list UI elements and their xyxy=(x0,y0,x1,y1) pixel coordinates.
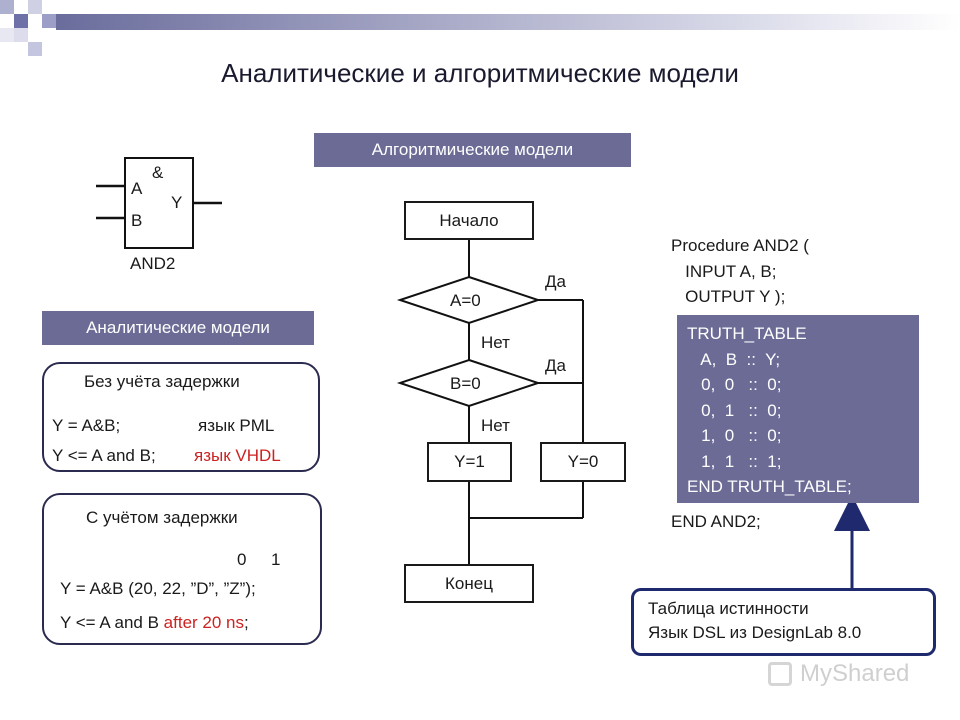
truth-table-line: 0, 1 :: 0; xyxy=(687,400,782,420)
gate-amp-label: & xyxy=(152,163,164,182)
cond-a-label: A=0 xyxy=(450,291,481,310)
assign-y1: Y=1 xyxy=(427,442,512,482)
slide-title: Аналитические и алгоритмические модели xyxy=(221,58,739,88)
truth-table-line: END TRUTH_TABLE; xyxy=(687,477,852,496)
watermark-icon xyxy=(768,662,792,686)
procedure-footer: END AND2; xyxy=(671,512,761,531)
flow-start: Начало xyxy=(404,201,534,240)
truth-table-line: 1, 0 :: 0; xyxy=(687,426,782,445)
no-delay-heading: Без учёта задержки xyxy=(84,372,240,391)
vhdl-language: язык VHDL xyxy=(194,446,281,465)
pml-delay-expression: Y = A&B (20, 22, ”D”, ”Z”); xyxy=(60,579,256,598)
with-delay-heading: С учётом задержки xyxy=(86,508,238,527)
truth-table-line: 0, 0 :: 0; xyxy=(687,375,782,394)
gate-name: AND2 xyxy=(130,254,176,273)
gate-output-y: Y xyxy=(171,193,183,212)
note-line-2: Язык DSL из DesignLab 8.0 xyxy=(648,623,862,642)
truth-table-box: TRUTH_TABLE A, B :: Y; 0, 0 :: 0; 0, 1 :… xyxy=(677,315,919,503)
pml-language: язык PML xyxy=(198,416,275,435)
truth-table-note: Таблица истинности Язык DSL из DesignLab… xyxy=(631,588,936,656)
cond-b-label: B=0 xyxy=(450,374,481,393)
vhdl-delay-expression: Y <= A and B after 20 ns; xyxy=(60,613,249,632)
procedure-header: Procedure AND2 ( INPUT A, B; OUTPUT Y ); xyxy=(671,233,809,310)
procedure-line-1: Procedure AND2 ( xyxy=(671,236,809,255)
no-label-2: Нет xyxy=(481,416,510,435)
note-line-1: Таблица истинности xyxy=(648,599,809,618)
flow-end: Конец xyxy=(404,564,534,603)
gate-input-b: B xyxy=(131,211,143,230)
analytical-models-label: Аналитические модели xyxy=(42,311,314,345)
assign-y0: Y=0 xyxy=(540,442,626,482)
truth-table-line: TRUTH_TABLE xyxy=(687,324,807,343)
after-clause: after 20 ns xyxy=(163,613,244,632)
and-gate-symbol: & A Y B xyxy=(124,157,194,249)
algorithmic-models-label: Алгоритмические модели xyxy=(314,133,631,167)
pml-expression: Y = A&B; xyxy=(52,416,121,435)
with-delay-box: С учётом задержки 0 1 Y = A&B (20, 22, ”… xyxy=(42,493,322,645)
yes-label-1: Да xyxy=(545,272,566,291)
wave-label-1: 1 xyxy=(271,550,281,569)
no-label-1: Нет xyxy=(481,333,510,352)
yes-label-2: Да xyxy=(545,356,566,375)
decision-diamond-a xyxy=(396,275,542,325)
vhdl-expression: Y <= A and B; xyxy=(52,446,156,465)
no-delay-box: Без учёта задержки Y = A&B; язык PML Y <… xyxy=(42,362,320,472)
watermark-text: MyShared xyxy=(800,660,910,687)
decision-diamond-b xyxy=(396,358,542,408)
truth-table-line: 1, 1 :: 1; xyxy=(687,451,782,471)
procedure-line-2: INPUT A, B; xyxy=(671,261,777,281)
watermark-logo: MyShared xyxy=(768,658,928,692)
gate-input-a: A xyxy=(131,179,143,198)
procedure-line-3: OUTPUT Y ); xyxy=(671,287,786,306)
wave-label-0: 0 xyxy=(237,550,247,569)
truth-table-line: A, B :: Y; xyxy=(687,349,781,369)
